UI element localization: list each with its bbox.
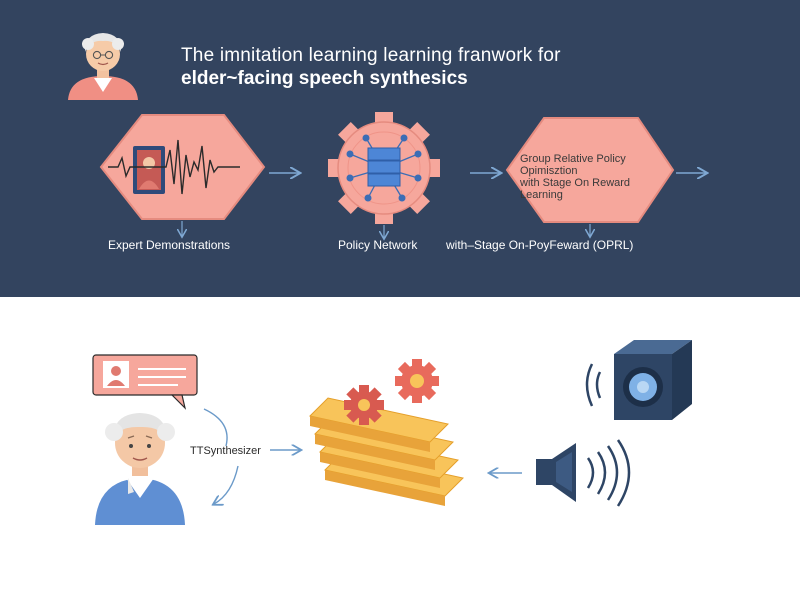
speaker-box-icon xyxy=(585,340,692,420)
stage-label-expert-demonstrations: Expert Demonstrations xyxy=(108,238,231,252)
oprl-box-line: Learning xyxy=(520,189,563,201)
oprl-box-line: with Stage On Reward xyxy=(520,177,631,189)
oprl-box-text: Group Relative Policy Opimisztion with S… xyxy=(520,153,630,201)
elder-person-icon xyxy=(95,413,185,525)
oprl-box-line: Opimisztion xyxy=(520,165,578,177)
gear-small-icon xyxy=(344,385,384,425)
curve-arrow-bottom xyxy=(214,465,239,504)
policy-network-gear xyxy=(328,112,440,224)
stage-label-policy-network: Policy Network xyxy=(338,238,418,252)
elder-avatar-icon xyxy=(68,33,138,100)
speech-bubble-icon xyxy=(92,354,198,410)
title-line-2: elder~facing speech synthesics xyxy=(181,68,468,89)
stage-label-oprl: with–Stage On-PoyFeward (OPRL) xyxy=(446,238,634,252)
tts-synthesizer-label: TTSynthesizer xyxy=(190,445,261,457)
title-line-1: The imnitation learning learning franwor… xyxy=(181,45,561,66)
gear-large-icon xyxy=(395,359,439,403)
oprl-hexagon xyxy=(505,117,675,223)
loudspeaker-icon xyxy=(536,439,631,507)
expert-demonstrations-hexagon xyxy=(99,114,266,220)
stacked-layers-icon xyxy=(308,397,465,506)
curve-arrow-top xyxy=(203,408,228,447)
oprl-box-line: Group Relative Policy xyxy=(520,153,626,165)
